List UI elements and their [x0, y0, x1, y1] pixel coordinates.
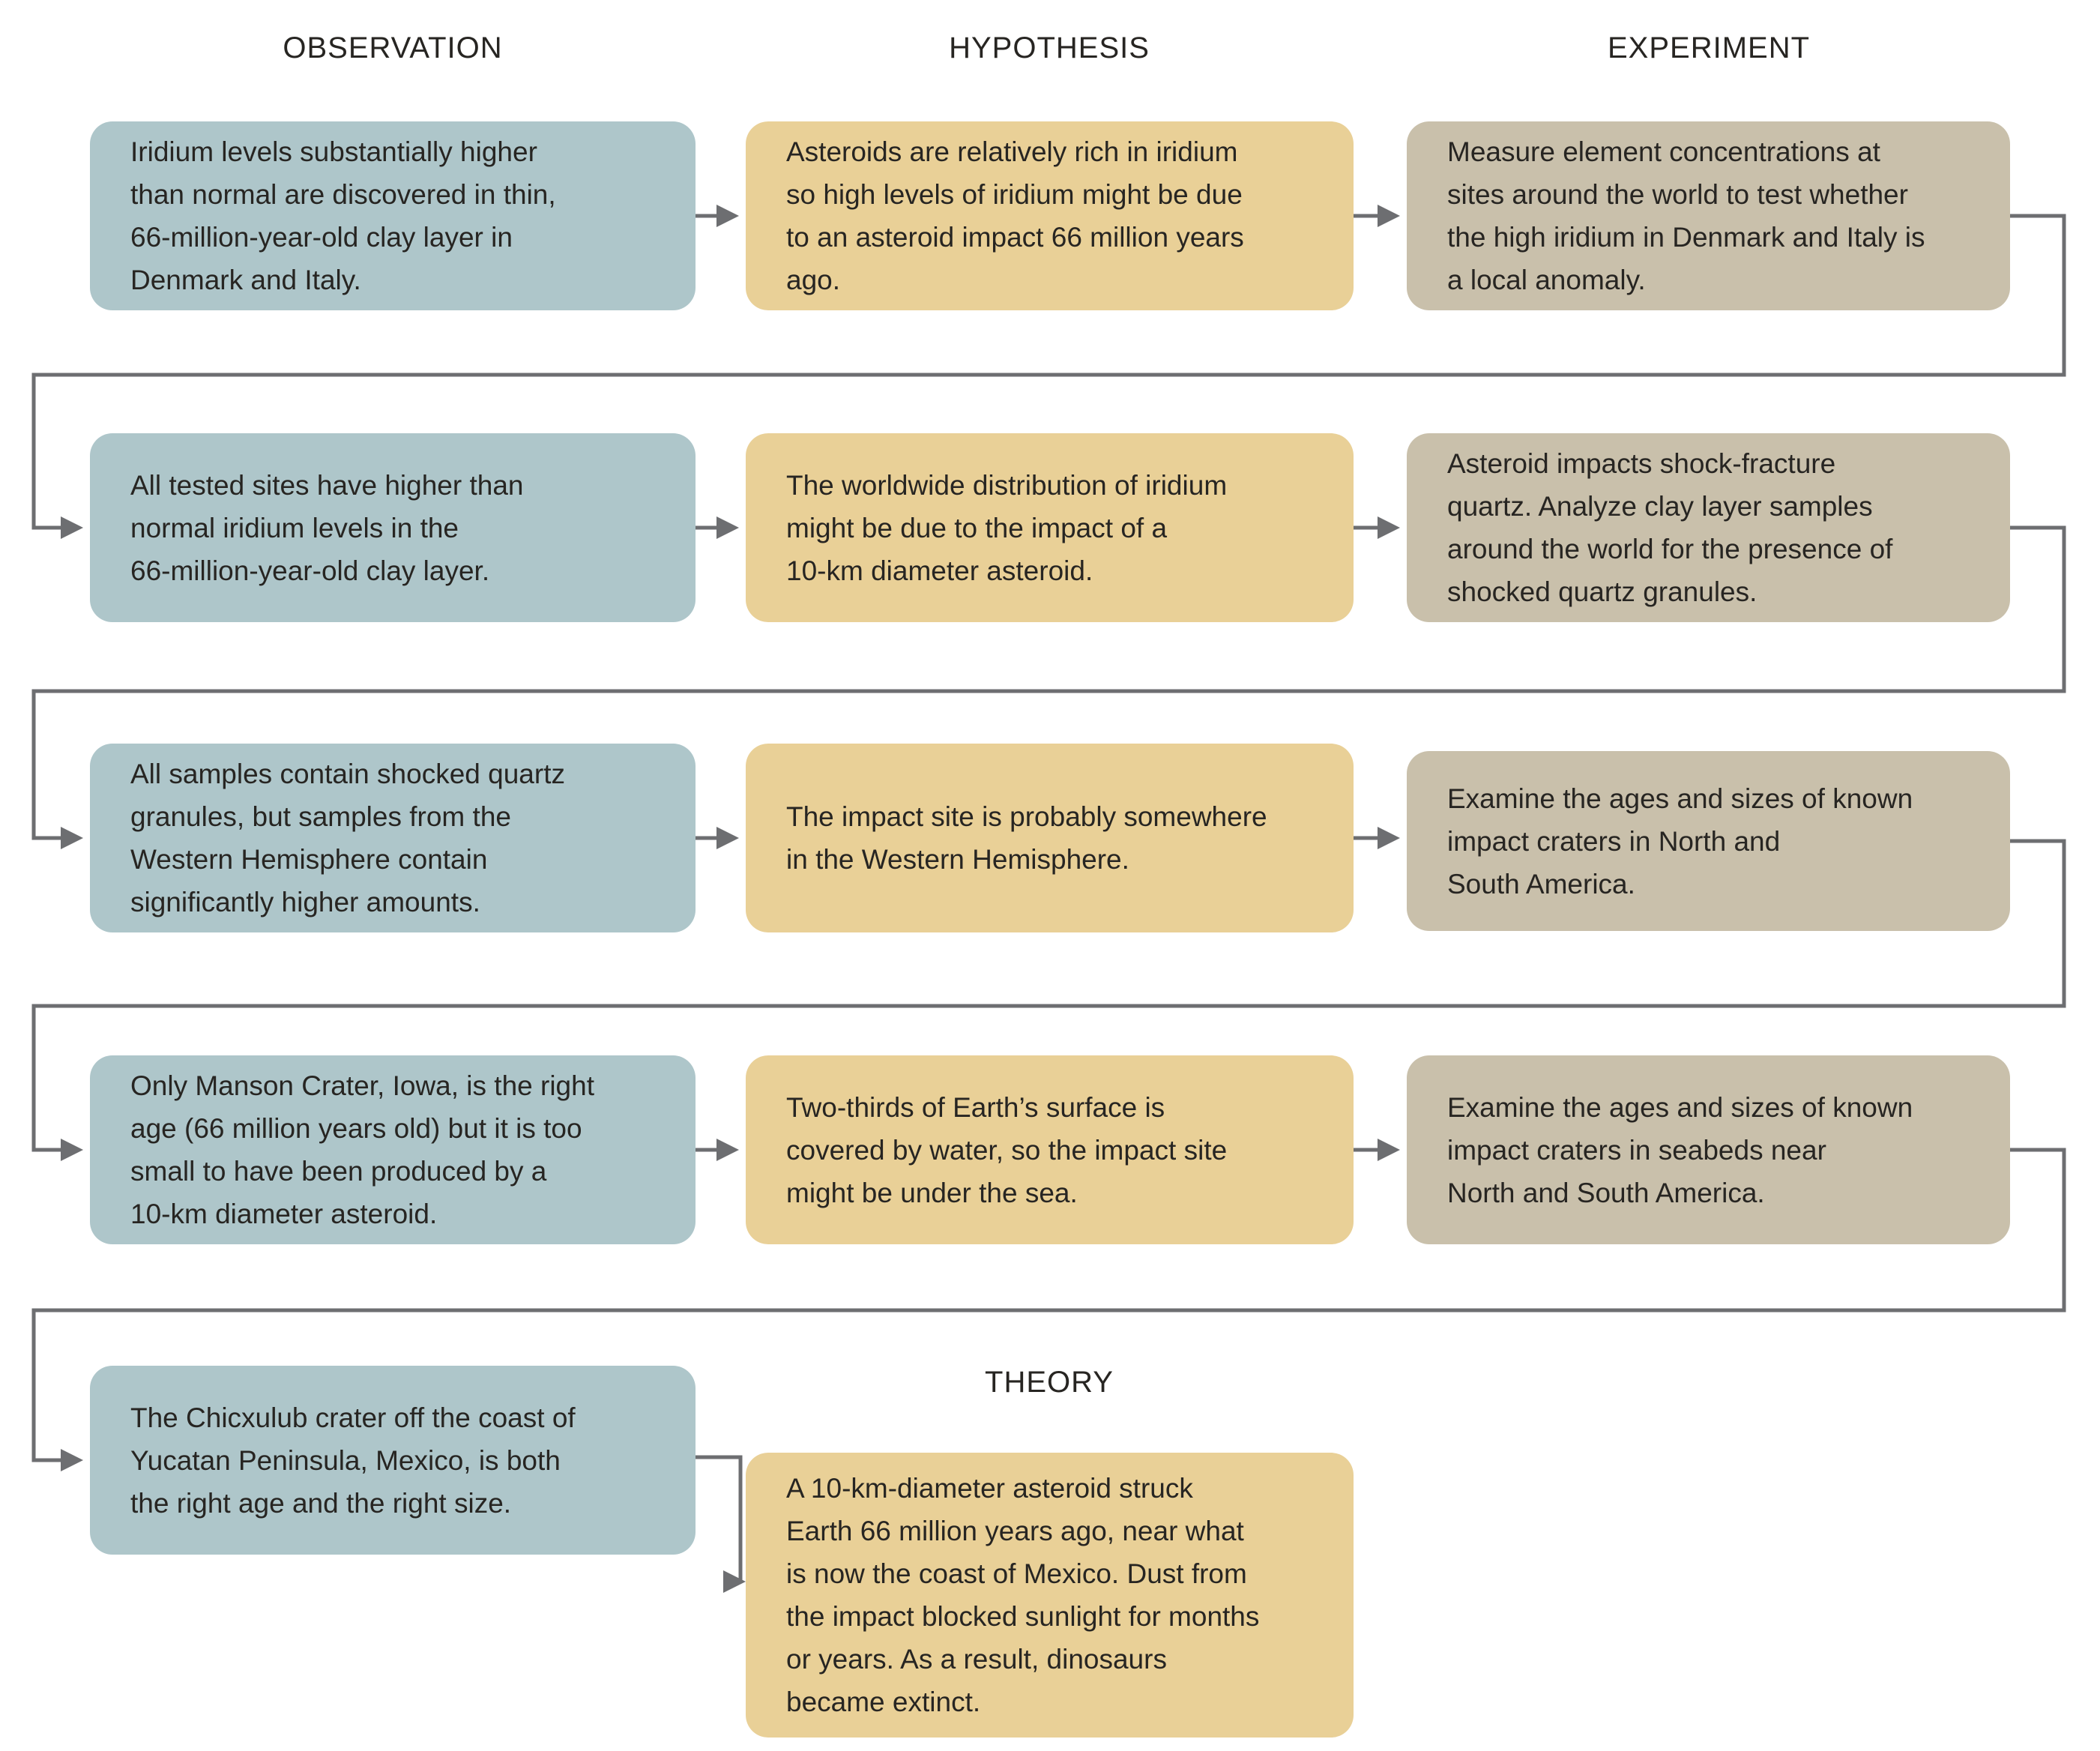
hypothesis-box-2: The worldwide distribution of iridium mi…	[746, 433, 1354, 622]
hypothesis-text-4: Two-thirds of Earth’s surface is covered…	[786, 1091, 1228, 1208]
hypothesis-box-1: Asteroids are relatively rich in iridium…	[746, 121, 1354, 310]
experiment-box-4: Examine the ages and sizes of known impa…	[1407, 1055, 2010, 1244]
experiment-text-3: Examine the ages and sizes of known impa…	[1447, 783, 1913, 899]
experiment-text-4: Examine the ages and sizes of known impa…	[1447, 1091, 1913, 1208]
experiment-box-1: Measure element concentrations at sites …	[1407, 121, 2010, 310]
hypothesis-text-3: The impact site is probably somewhere in…	[786, 801, 1267, 875]
theory-box: A 10-km-diameter asteroid struck Earth 6…	[746, 1453, 1354, 1738]
hypothesis-box-3: The impact site is probably somewhere in…	[746, 744, 1354, 932]
theory-text: A 10-km-diameter asteroid struck Earth 6…	[786, 1473, 1260, 1717]
observation-box-1: Iridium levels substantially higher than…	[90, 121, 696, 310]
observation-box-5: The Chicxulub crater off the coast of Yu…	[90, 1366, 696, 1555]
observation-text-1: Iridium levels substantially higher than…	[130, 136, 556, 295]
observation-column-header: OBSERVATION	[283, 31, 503, 64]
observation-box-4: Only Manson Crater, Iowa, is the right a…	[90, 1055, 696, 1244]
observation-text-2: All tested sites have higher than normal…	[130, 469, 524, 586]
hypothesis-box-4: Two-thirds of Earth’s surface is covered…	[746, 1055, 1354, 1244]
observation-box-2: All tested sites have higher than normal…	[90, 433, 696, 622]
theory-header: THEORY	[985, 1366, 1114, 1399]
arrow-obs5-to-theory	[695, 1455, 746, 1593]
hypothesis-column-header: HYPOTHESIS	[949, 31, 1150, 64]
hypothesis-text-2: The worldwide distribution of iridium mi…	[786, 469, 1228, 586]
hypothesis-text-1: Asteroids are relatively rich in iridium…	[786, 136, 1244, 295]
experiment-column-header: EXPERIMENT	[1607, 31, 1811, 64]
experiment-text-2: Asteroid impacts shock-fracture quartz. …	[1447, 448, 1893, 607]
observation-box-3: All samples contain shocked quartz granu…	[90, 744, 696, 932]
experiment-text-1: Measure element concentrations at sites …	[1447, 136, 1925, 295]
observation-text-4: Only Manson Crater, Iowa, is the right a…	[130, 1070, 594, 1229]
experiment-box-2: Asteroid impacts shock-fracture quartz. …	[1407, 433, 2010, 622]
observation-text-5: The Chicxulub crater off the coast of Yu…	[130, 1402, 576, 1519]
experiment-box-3: Examine the ages and sizes of known impa…	[1407, 751, 2010, 931]
observation-text-3: All samples contain shocked quartz granu…	[130, 759, 565, 917]
